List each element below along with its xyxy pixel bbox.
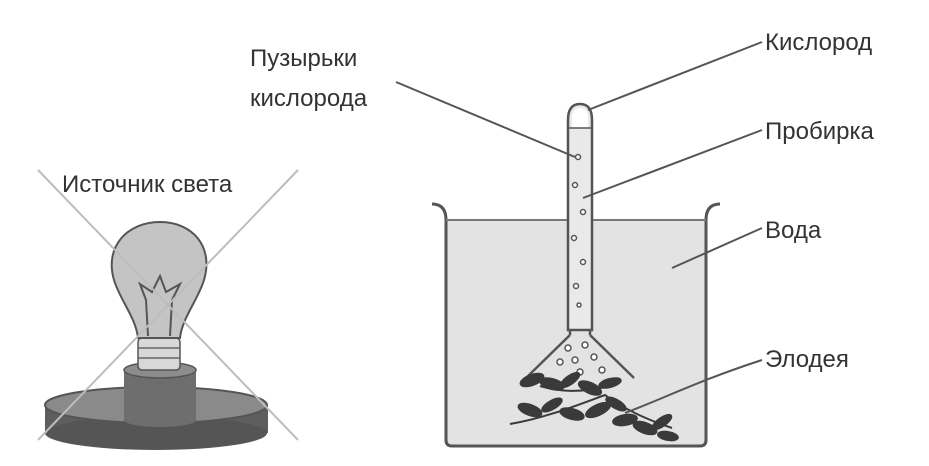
bulb-neck [137, 337, 181, 371]
bulb-filament [137, 273, 183, 337]
water [446, 220, 706, 446]
oxygen-label: Кислород [765, 29, 872, 56]
oxygen-bubbles-label-line2: кислорода [250, 85, 368, 112]
light-source-label: Источник света [62, 171, 233, 198]
lamp-socket [123, 361, 197, 427]
oxygen-bubbles-label-line1: Пузырьки [250, 45, 357, 72]
lamp [37, 169, 299, 450]
cross-out-mark [37, 169, 299, 441]
leader-elodea [624, 359, 763, 414]
leader-water [671, 227, 763, 269]
elodea-label: Элодея [765, 346, 849, 373]
test-tube [566, 102, 594, 332]
leader-lines [395, 41, 763, 414]
test-tube-label: Пробирка [765, 118, 874, 145]
oxygen-bubbles [556, 153, 606, 376]
leader-oxygen [587, 41, 763, 111]
leader-oxygen-bubbles [395, 81, 576, 158]
water-label: Вода [765, 217, 822, 244]
beaker-wall [431, 202, 721, 448]
leader-test-tube [582, 129, 763, 199]
elodea-plant [509, 371, 679, 442]
